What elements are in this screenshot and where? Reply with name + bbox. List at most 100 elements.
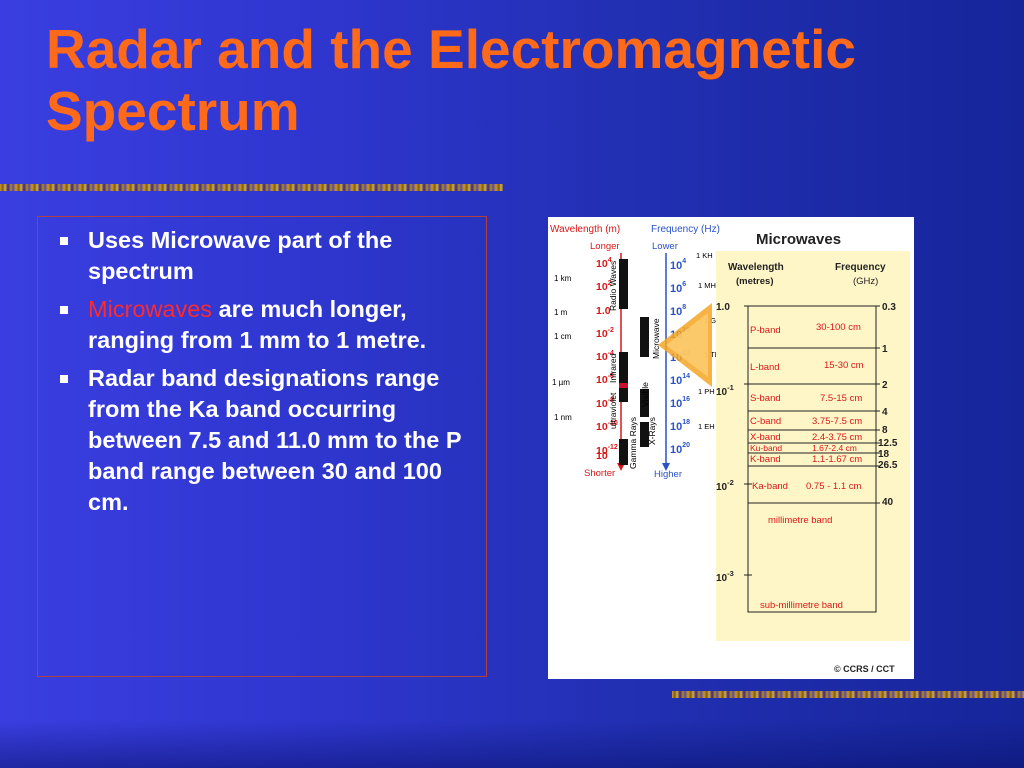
freq-tick-exp: 4 — [682, 258, 686, 265]
panel-wl-scale: 10-2 — [716, 478, 734, 493]
wl-tick-exp: -8 — [608, 397, 614, 404]
wl-tick-main: 10 — [596, 328, 608, 340]
bullet-text-box[interactable]: Uses Microwave part of the spectrum Micr… — [37, 216, 487, 677]
infrared-bar — [619, 352, 628, 402]
panel-wl-main: 10 — [716, 573, 728, 584]
frequency-arrow-icon — [662, 463, 670, 471]
shorter-label: Shorter — [584, 468, 615, 479]
band-name: L-band — [750, 362, 780, 373]
wavelength-tick-group: 104 102 1.0 10-2 10-4 10-6 10-8 10-10 10… — [596, 257, 618, 462]
wl-tick-exp: -2 — [608, 327, 614, 334]
freq-tick-exp: 14 — [682, 373, 690, 380]
freq-label-khz: 1 KH — [696, 251, 713, 260]
wl-tick: 10-10 — [596, 420, 618, 433]
freq-tick-main: 10 — [670, 306, 682, 318]
wl-tick: 10-8 — [596, 397, 614, 410]
band-dividers — [748, 347, 876, 504]
panel-wl-scale: 1.0 — [716, 302, 730, 313]
panel-freq-scale: 1 — [882, 344, 888, 355]
wl-label-1cm: 1 cm — [554, 332, 572, 341]
bullet-list: Uses Microwave part of the spectrum Micr… — [38, 217, 486, 518]
panel-wl-scale: 10-3 — [716, 569, 734, 584]
region-xrays: X-Rays — [647, 417, 657, 445]
band-name: P-band — [750, 325, 781, 336]
wl-tick-exp: -6 — [608, 373, 614, 380]
wl-tick-main: 1.0 — [596, 305, 611, 317]
wl-tick-main: 10 — [596, 450, 608, 462]
wl-tick-exp: 2 — [608, 280, 612, 287]
panel-freq-scale: 40 — [882, 497, 894, 508]
panel-wl-main: 10 — [716, 387, 728, 398]
panel-freq-scale: 8 — [882, 425, 888, 436]
panel-wl-main: 1.0 — [716, 302, 730, 313]
freq-tick: 108 — [670, 304, 686, 318]
band-range: 1.1-1.67 cm — [812, 454, 862, 465]
wl-label-1nm: 1 nm — [554, 413, 572, 422]
band-range: 2.4-3.75 cm — [812, 432, 862, 443]
higher-label: Higher — [654, 469, 682, 480]
panel-wl-exp: -3 — [727, 569, 734, 578]
freq-tick: 1016 — [670, 396, 690, 410]
freq-tick-main: 10 — [670, 260, 682, 272]
band-range: 1.67-2.4 cm — [812, 443, 857, 453]
freq-tick-exp: 6 — [682, 281, 686, 288]
freq-tick: 1020 — [670, 442, 690, 456]
band-range: 0.75 - 1.1 cm — [806, 481, 862, 492]
panel-wl-exp: -2 — [727, 478, 734, 487]
longer-label: Longer — [590, 241, 620, 252]
wl-tick-exp: 4 — [608, 257, 612, 264]
visible-bar — [619, 383, 628, 388]
freq-tick-main: 10 — [670, 421, 682, 433]
wl-tick-main: 10 — [596, 281, 608, 293]
freq-tick: 1018 — [670, 419, 690, 433]
region-radio-waves: Radio Waves — [608, 261, 618, 311]
band-name: S-band — [750, 393, 781, 404]
bullet-item-1: Uses Microwave part of the spectrum — [48, 225, 472, 287]
wl-label-1km: 1 km — [554, 274, 572, 283]
panel-wavelength-head: Wavelength — [728, 262, 784, 273]
band-name: Ku-band — [750, 443, 782, 453]
freq-tick-exp: 18 — [682, 419, 690, 426]
band-table — [747, 305, 877, 613]
panel-frequency-head: Frequency — [835, 262, 886, 273]
bullet-marker-icon — [60, 375, 68, 383]
freq-tick-exp: 16 — [682, 396, 690, 403]
bullet-marker-icon — [60, 306, 68, 314]
region-visible: Visible — [640, 382, 650, 407]
panel-freq-scale: 4 — [882, 407, 888, 418]
panel-wl-main: 10 — [716, 482, 728, 493]
freq-label-ehz: 1 EH — [698, 422, 715, 431]
panel-frequency-unit: (GHz) — [853, 276, 878, 287]
wl-tick: 1.0 — [596, 305, 611, 317]
panel-wavelength-unit: (metres) — [736, 276, 774, 287]
freq-tick-main: 10 — [670, 398, 682, 410]
visible-bar-2 — [640, 389, 649, 417]
decorative-divider-top — [0, 184, 503, 191]
radio-waves-bar — [619, 259, 628, 309]
panel-freq-scale: 18 — [878, 449, 890, 460]
panel-freq-scale: 26.5 — [878, 460, 898, 471]
wl-tick: 10-4 — [596, 350, 614, 363]
band-range: 7.5-15 cm — [820, 393, 862, 404]
bullet-text: are much longer, ranging from 1 mm to 1 … — [88, 296, 427, 353]
bullet-text: Radar band designations range from the K… — [88, 365, 462, 515]
panel-title: Microwaves — [756, 231, 841, 248]
freq-label-thz: 1 TH — [704, 350, 720, 359]
wl-label-1m: 1 m — [554, 308, 568, 317]
band-range: 3.75-7.5 cm — [812, 416, 862, 427]
freq-tick-exp: 8 — [682, 304, 686, 311]
region-infrared: Infrared — [608, 353, 618, 383]
freq-tick-exp: 20 — [682, 442, 690, 449]
band-name: K-band — [750, 454, 781, 465]
wl-tick: 10-12 — [596, 444, 618, 457]
microwave-bar — [640, 317, 649, 357]
bullet-marker-icon — [60, 237, 68, 245]
wavelength-header: Wavelength (m) — [550, 224, 620, 235]
decorative-divider-bottom — [672, 691, 1024, 698]
freq-tick-main: 10 — [670, 283, 682, 295]
wl-tick: 104 — [596, 257, 612, 270]
sub-millimetre-band-label: sub-millimetre band — [760, 600, 843, 611]
wl-tick-main: 10 — [596, 398, 608, 410]
xray-bar — [640, 422, 649, 447]
wl-tick-main: 10 — [596, 421, 608, 433]
